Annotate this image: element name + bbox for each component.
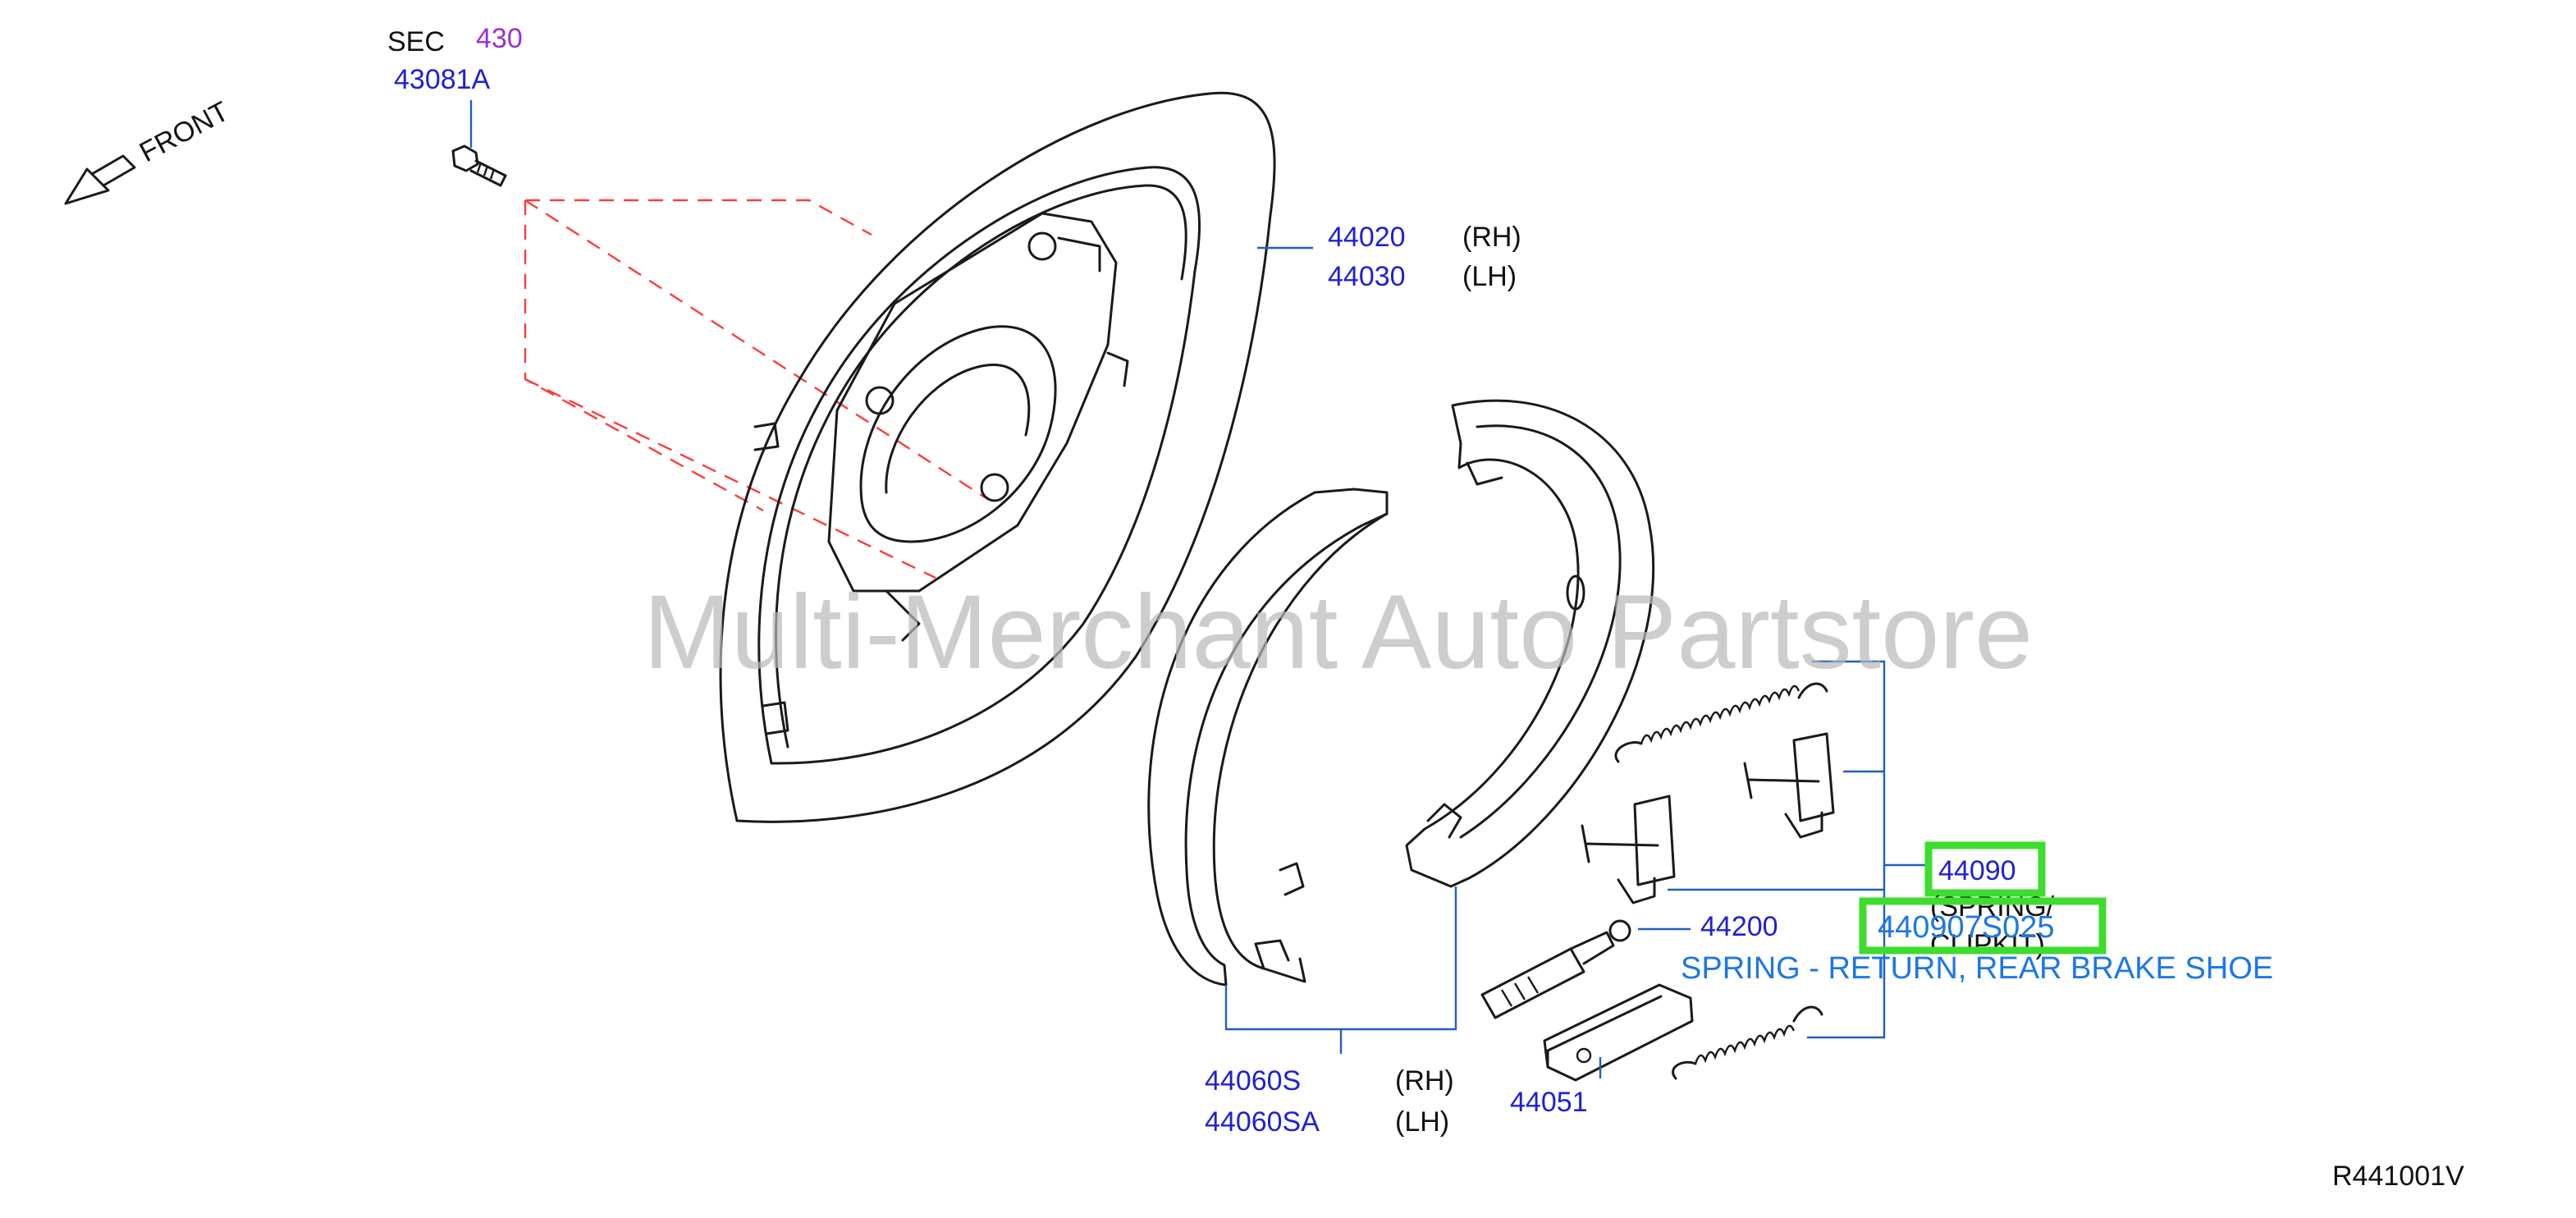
- part-44060S[interactable]: 44060S: [1205, 1065, 1301, 1097]
- front-label: FRONT: [135, 96, 234, 169]
- side-lh-44030: (LH): [1462, 261, 1517, 292]
- highlight-44090: [1924, 841, 2046, 897]
- part-44020[interactable]: 44020: [1328, 222, 1406, 253]
- part-44030[interactable]: 44030: [1328, 261, 1406, 292]
- side-rh-44060S: (RH): [1395, 1065, 1454, 1097]
- sec-number[interactable]: 430: [476, 23, 523, 54]
- highlight-selected-part: [1859, 897, 2107, 955]
- kit-leader: [1599, 660, 1925, 1078]
- lower-spring-drawing: [1672, 1005, 1823, 1080]
- left-shoe-drawing: [1147, 488, 1389, 987]
- side-lh-44060SA: (LH): [1395, 1106, 1449, 1138]
- part-44090[interactable]: 44090: [1938, 855, 2016, 886]
- right-shoe-drawing: [1405, 399, 1654, 888]
- upper-spring-drawing: [1614, 682, 1828, 763]
- bolt-drawing: [451, 144, 507, 187]
- part-43081A[interactable]: 43081A: [394, 64, 491, 95]
- front-arrow: FRONT: [64, 96, 234, 205]
- adjuster-drawing: [1480, 919, 1631, 1019]
- kit-desc-line-1: (SPRING/: [1930, 891, 2055, 923]
- kit-desc-line-2: CLIPKIT): [1930, 929, 2045, 960]
- backing-plate-drawing: [719, 91, 1276, 823]
- shoe-leader: [1224, 886, 1457, 1054]
- selected-part-description: SPRING - RETURN, REAR BRAKE SHOE: [1681, 951, 2273, 986]
- side-rh-44020: (RH): [1462, 222, 1521, 253]
- part-44051[interactable]: 44051: [1510, 1087, 1588, 1118]
- part-44060SA[interactable]: 44060SA: [1205, 1106, 1320, 1138]
- drawing-reference: R441001V: [2332, 1161, 2464, 1192]
- part-44200[interactable]: 44200: [1700, 911, 1778, 942]
- lower-clip-drawing: [1581, 794, 1676, 904]
- sec-label: SEC: [387, 26, 445, 57]
- lever-drawing: [1543, 983, 1694, 1082]
- bolt-alignment-lines: [524, 199, 986, 579]
- watermark: Multi-Merchant Auto Partstore: [643, 574, 2033, 691]
- selected-part-number[interactable]: 440907S025: [1878, 910, 2055, 945]
- upper-clip-drawing: [1743, 732, 1835, 839]
